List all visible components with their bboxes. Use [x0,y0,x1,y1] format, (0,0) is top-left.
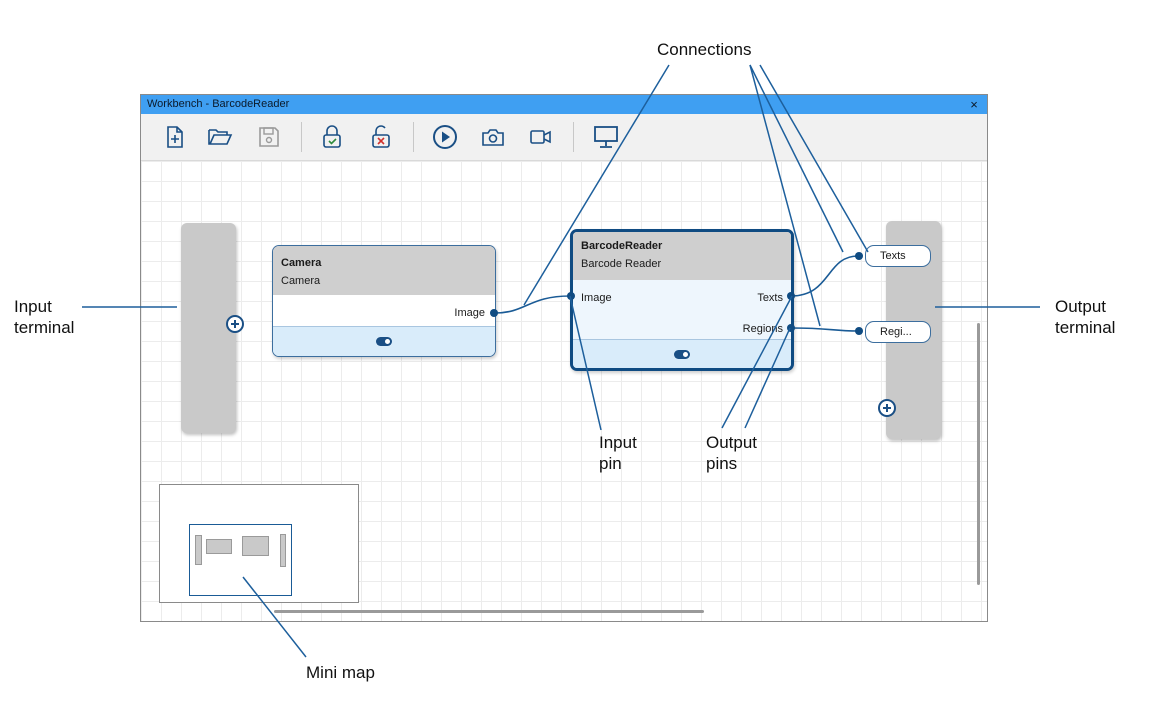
record-button[interactable] [527,122,555,152]
callout-mini-map: Mini map [306,663,375,682]
plus-icon [231,320,239,328]
add-input-button[interactable] [226,315,244,333]
input-pin-label: Image [581,292,612,304]
mini-map-viewport[interactable] [189,524,292,596]
toolbar-separator [573,122,574,152]
node-title: Camera [281,257,322,269]
connections-layer [494,255,859,332]
toolbar-separator [301,122,302,152]
open-folder-icon [208,129,233,145]
horizontal-scrollbar[interactable] [274,610,704,613]
mini-map-input-terminal [195,535,202,565]
callout-text: Input [14,297,52,316]
toolbar-separator [413,122,414,152]
callout-text: terminal [1055,318,1116,337]
terminal-texts-input-pin[interactable] [855,252,863,260]
mini-map-output-terminal [280,534,286,567]
callout-text: pin [599,454,622,473]
output-pin-label-texts: Texts [757,292,783,304]
callout-output-pins: Output pins [706,432,757,474]
camera-image-output-pin[interactable] [490,309,498,317]
video-icon [530,130,551,144]
mini-map[interactable] [159,484,359,603]
output-terminal-pin-texts[interactable]: Texts [865,245,931,267]
callout-output-terminal: Output terminal [1055,296,1115,338]
callout-input-terminal: Input terminal [14,296,74,338]
display-button[interactable] [592,122,620,152]
lock-button[interactable] [318,122,346,152]
node-header: BarcodeReader Barcode Reader [573,232,791,280]
mini-map-camera-node [206,539,232,554]
window-title: Workbench - BarcodeReader [147,98,290,110]
open-button[interactable] [206,122,234,152]
connection-texts[interactable] [790,255,859,297]
node-toggle[interactable] [674,350,690,359]
close-button[interactable]: × [970,97,978,112]
camera-icon [482,129,504,146]
callout-text: Output [706,433,758,452]
add-output-button[interactable] [878,399,896,417]
callout-text: Input [599,433,637,452]
barcode-reader-node[interactable]: BarcodeReader Barcode Reader Image Texts… [570,229,794,371]
node-subtitle: Camera [281,275,321,287]
monitor-icon [594,126,618,148]
output-terminal-pin-regions[interactable]: Regi... [865,321,931,343]
plus-icon [883,404,891,412]
toolbar [141,114,987,161]
new-button[interactable] [161,122,189,152]
mini-map-barcode-node [242,536,269,556]
vertical-scrollbar[interactable] [977,323,980,585]
save-icon [259,127,279,147]
terminal-regions-input-pin[interactable] [855,327,863,335]
save-button[interactable] [255,122,283,152]
node-toggle[interactable] [376,337,392,346]
node-body [573,280,791,342]
input-terminal[interactable] [181,223,244,433]
connection-regions[interactable] [790,327,859,332]
unlock-icon [372,125,390,148]
callout-text: terminal [14,318,75,337]
output-pin-label: Image [454,307,485,319]
node-footer [273,326,495,356]
callout-input-pin: Input pin [599,432,637,474]
barcode-image-input-pin[interactable] [567,292,575,300]
camera-node[interactable]: Camera Camera Image [272,245,496,357]
lock-icon [323,125,341,148]
node-title: BarcodeReader [581,240,663,252]
title-bar: Workbench - BarcodeReader × [141,95,987,114]
node-header: Camera Camera [273,246,495,295]
unlock-button[interactable] [367,122,395,152]
barcode-texts-output-pin[interactable] [787,292,795,300]
callout-text: pins [706,454,738,473]
node-subtitle: Barcode Reader [581,258,662,270]
node-footer [573,339,791,368]
new-file-icon [167,126,183,148]
connection-image[interactable] [494,295,571,314]
play-icon [433,125,457,149]
callout-connections: Connections [657,40,752,59]
callout-text: Output [1055,297,1107,316]
run-button[interactable] [431,122,459,152]
snapshot-button[interactable] [479,122,507,152]
